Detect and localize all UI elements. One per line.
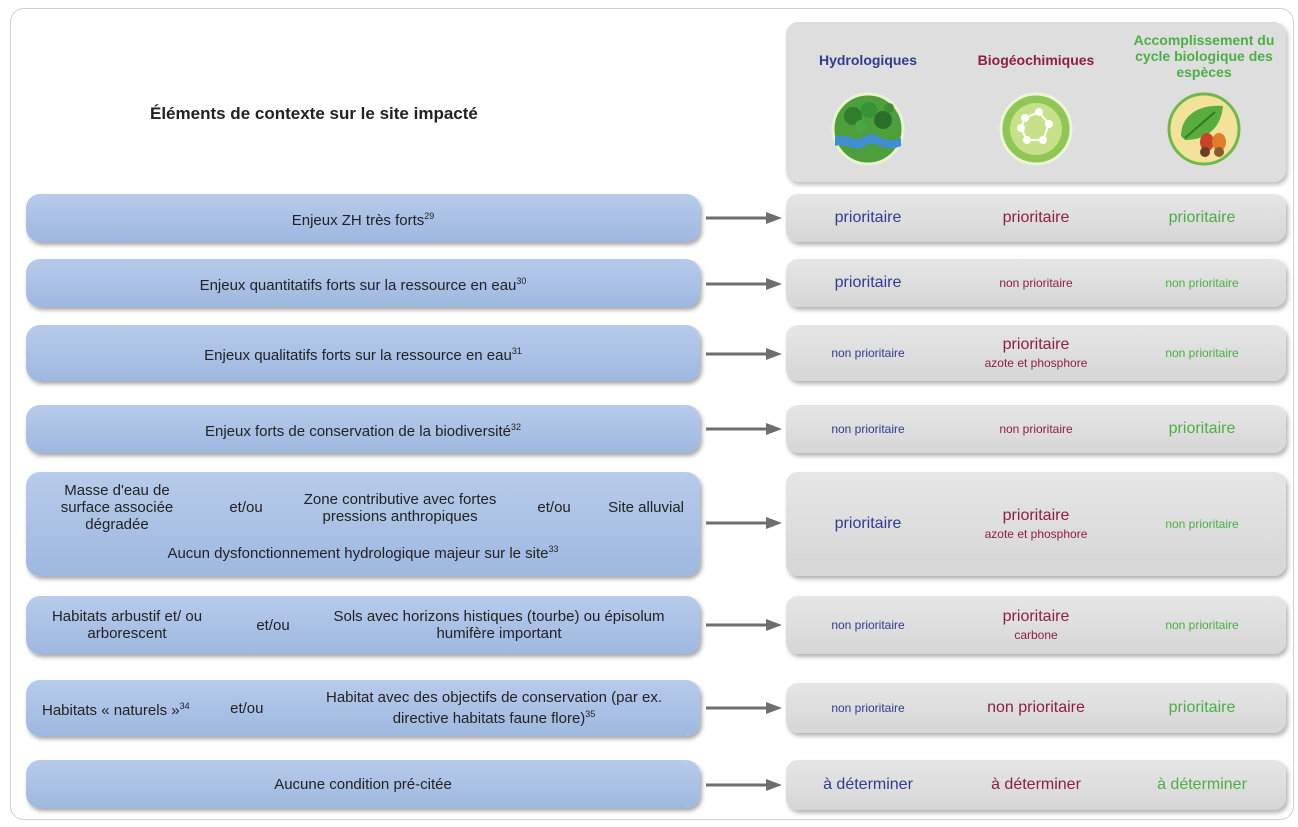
condition-part: Habitat avec des objectifs de conservati… bbox=[325, 689, 662, 727]
and-or-connector: et/ou bbox=[230, 699, 264, 717]
condition-part: Habitats arbustif et/ ou arborescent bbox=[51, 608, 203, 642]
column-label-hydrologiques: Hydrologiques bbox=[818, 52, 917, 68]
arrow-icon bbox=[706, 423, 782, 435]
result-cycle-biologique: non prioritaire bbox=[1165, 618, 1239, 632]
result-row-6: non prioritaire prioritaire carbone non … bbox=[786, 596, 1286, 654]
arrow-icon bbox=[706, 348, 782, 360]
column-label-cycle-biologique: Accomplissement du cycle biologique des … bbox=[1133, 32, 1275, 80]
condition-label: Enjeux quantitatifs forts sur la ressour… bbox=[199, 275, 527, 294]
result-cycle-biologique: non prioritaire bbox=[1165, 276, 1239, 290]
column-label-biogeochimiques: Biogéochimiques bbox=[977, 52, 1095, 68]
condition-part: Masse d'eau de surface associée dégradée bbox=[60, 482, 174, 533]
arrow-icon bbox=[706, 278, 782, 290]
result-cycle-biologique: prioritaire bbox=[1168, 209, 1236, 226]
condition-row-2: Enjeux quantitatifs forts sur la ressour… bbox=[26, 259, 700, 307]
condition-parts: Masse d'eau de surface associée dégradée… bbox=[26, 482, 700, 533]
result-row-3: non prioritaire prioritaire azote et pho… bbox=[786, 325, 1286, 381]
condition-part: Sols avec horizons histiques (tourbe) ou… bbox=[333, 608, 665, 642]
condition-part: Habitats « naturels »34 bbox=[42, 700, 190, 719]
condition-row-4: Enjeux forts de conservation de la biodi… bbox=[26, 405, 700, 453]
result-hydrologiques: prioritaire bbox=[834, 515, 902, 532]
and-or-connector: et/ou bbox=[256, 616, 290, 634]
condition-row-1: Enjeux ZH très forts29 bbox=[26, 194, 700, 242]
result-hydrologiques: non prioritaire bbox=[831, 701, 905, 715]
result-hydrologiques: non prioritaire bbox=[831, 422, 905, 436]
condition-row-8: Aucune condition pré-citée bbox=[26, 760, 700, 808]
result-cycle-biologique: à déterminer bbox=[1157, 776, 1247, 793]
result-cycle-biologique: prioritaire bbox=[1168, 420, 1236, 437]
arrow-icon bbox=[706, 212, 782, 224]
result-biogeochimiques: prioritaire azote et phosphore bbox=[984, 336, 1088, 370]
diagram-frame bbox=[10, 8, 1294, 820]
column-header-hydrologiques: Hydrologiques bbox=[786, 22, 950, 182]
result-row-4: non prioritaire non prioritaire priorita… bbox=[786, 405, 1286, 453]
condition-label: Enjeux forts de conservation de la biodi… bbox=[204, 421, 522, 440]
result-cycle-biologique: non prioritaire bbox=[1165, 346, 1239, 360]
condition-row-7: Habitats « naturels »34 et/ou Habitat av… bbox=[26, 680, 700, 736]
column-header-cycle-biologique: Accomplissement du cycle biologique des … bbox=[1122, 22, 1286, 182]
condition-label: Enjeux ZH très forts29 bbox=[291, 210, 435, 229]
and-or-connector: et/ou bbox=[229, 499, 263, 516]
condition-row-6: Habitats arbustif et/ ou arborescent et/… bbox=[26, 596, 700, 654]
arrow-icon bbox=[706, 779, 782, 791]
result-hydrologiques: prioritaire bbox=[834, 274, 902, 291]
result-biogeochimiques: prioritaire carbone bbox=[1002, 608, 1070, 642]
result-hydrologiques: non prioritaire bbox=[831, 618, 905, 632]
result-cycle-biologique: non prioritaire bbox=[1165, 517, 1239, 531]
result-row-2: prioritaire non prioritaire non priorita… bbox=[786, 259, 1286, 307]
leaf-butterfly-icon bbox=[1167, 92, 1241, 166]
arrow-icon bbox=[706, 619, 782, 631]
condition-label: Aucun dysfonctionnement hydrologique maj… bbox=[167, 544, 559, 562]
column-header-biogeochimiques: Biogéochimiques bbox=[954, 22, 1118, 182]
result-cycle-biologique: prioritaire bbox=[1168, 699, 1236, 716]
molecule-icon bbox=[999, 92, 1073, 166]
result-row-5: prioritaire prioritaire azote et phospho… bbox=[786, 472, 1286, 576]
result-biogeochimiques: à déterminer bbox=[991, 776, 1081, 793]
arrow-icon bbox=[706, 702, 782, 714]
result-hydrologiques: prioritaire bbox=[834, 209, 902, 226]
result-biogeochimiques: prioritaire azote et phosphore bbox=[984, 507, 1088, 541]
condition-part: Zone contributive avec fortes pressions … bbox=[303, 490, 497, 525]
river-forest-icon bbox=[831, 92, 905, 166]
condition-label: Aucune condition pré-citée bbox=[274, 775, 452, 793]
result-row-7: non prioritaire non prioritaire priorita… bbox=[786, 683, 1286, 733]
condition-row-5: Masse d'eau de surface associée dégradée… bbox=[26, 472, 700, 576]
result-biogeochimiques: prioritaire bbox=[1002, 209, 1070, 226]
result-biogeochimiques: non prioritaire bbox=[999, 422, 1073, 436]
result-hydrologiques: à déterminer bbox=[823, 776, 913, 793]
page-title: Éléments de contexte sur le site impacté bbox=[150, 104, 478, 123]
arrow-icon bbox=[706, 517, 782, 529]
condition-row-3: Enjeux qualitatifs forts sur la ressourc… bbox=[26, 325, 700, 381]
condition-part: Site alluvial bbox=[608, 499, 684, 516]
result-row-8: à déterminer à déterminer à déterminer bbox=[786, 760, 1286, 810]
condition-label: Enjeux qualitatifs forts sur la ressourc… bbox=[204, 345, 522, 364]
and-or-connector: et/ou bbox=[537, 499, 571, 516]
result-biogeochimiques: non prioritaire bbox=[999, 276, 1073, 290]
result-biogeochimiques: non prioritaire bbox=[987, 699, 1085, 716]
result-row-1: prioritaire prioritaire prioritaire bbox=[786, 194, 1286, 242]
result-hydrologiques: non prioritaire bbox=[831, 346, 905, 360]
condition-parts: Habitats « naturels »34 et/ou Habitat av… bbox=[26, 689, 700, 727]
condition-parts: Habitats arbustif et/ ou arborescent et/… bbox=[26, 608, 700, 642]
